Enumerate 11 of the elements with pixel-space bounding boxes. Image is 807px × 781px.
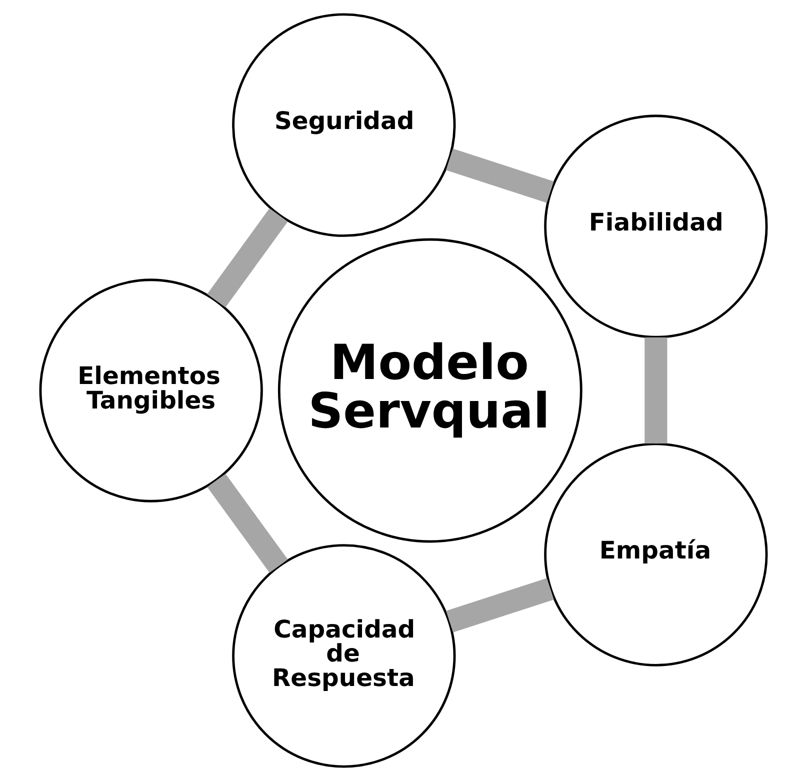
node-circle: Empatía	[544, 442, 768, 666]
connector	[644, 337, 668, 444]
node-circle: Fiabilidad	[544, 114, 768, 338]
connector	[446, 578, 554, 632]
node-circle: Modelo Servqual	[278, 238, 582, 543]
node-circle: Seguridad	[232, 13, 456, 237]
node-circle: Elementos Tangibles	[39, 278, 263, 502]
connector	[207, 474, 288, 573]
connector	[207, 208, 288, 308]
node-circle: Capacidad de Respuesta	[232, 544, 456, 768]
connector	[446, 148, 554, 203]
